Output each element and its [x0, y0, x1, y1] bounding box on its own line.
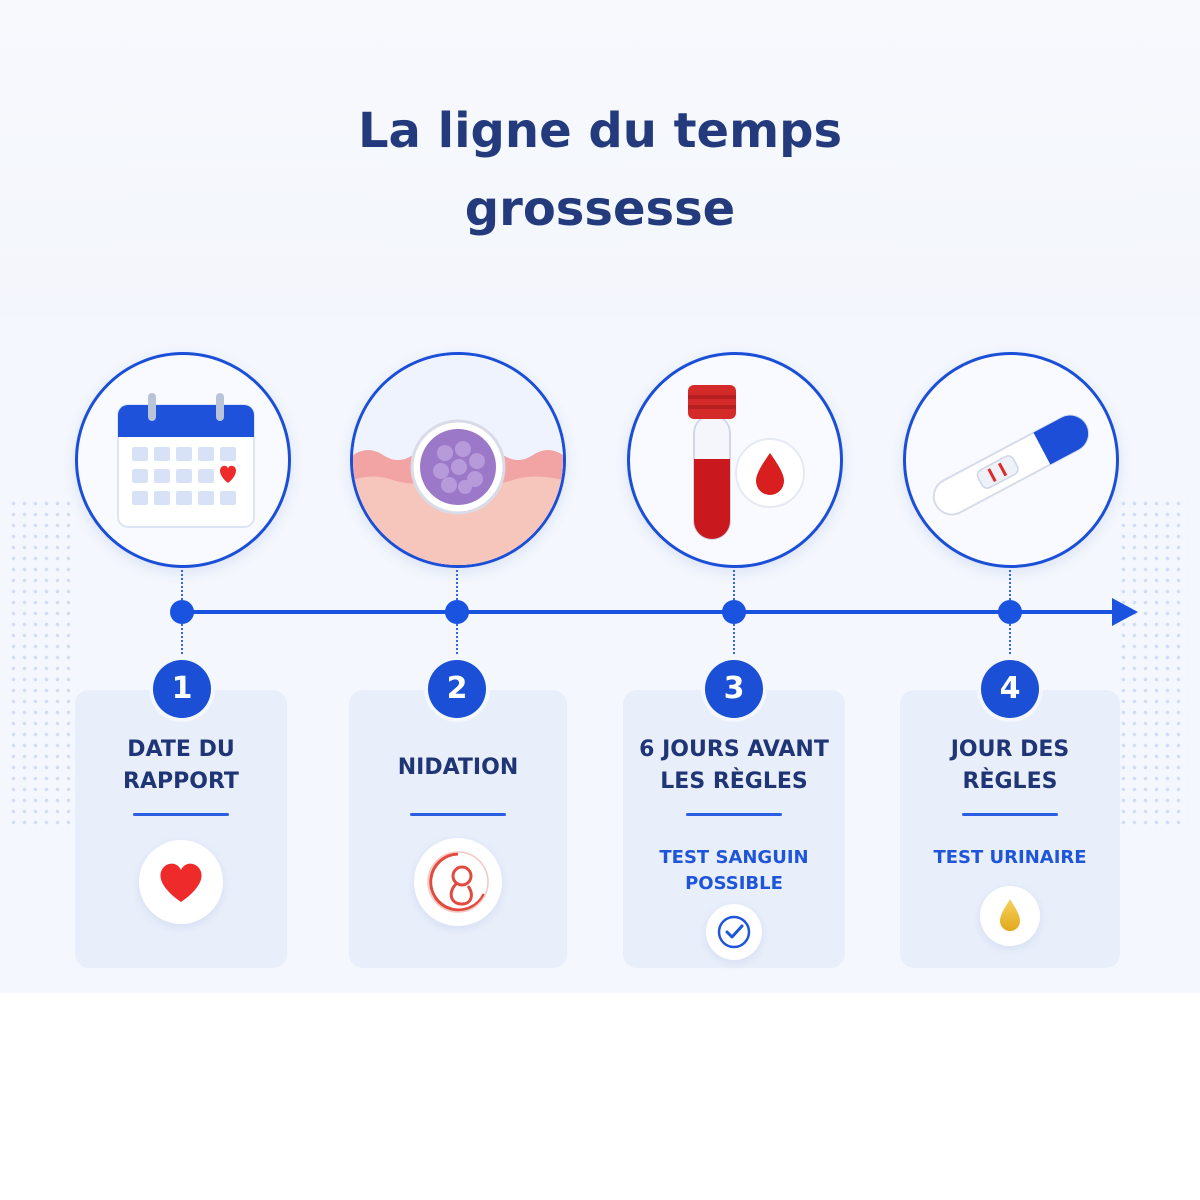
connector-down-2 [456, 624, 458, 658]
embryo-icon [427, 851, 489, 913]
step-1-number: 1 [153, 660, 211, 718]
step-4-badge [980, 886, 1040, 946]
step-2-badge [414, 838, 502, 926]
step-4-number: 4 [981, 660, 1039, 718]
blood-test-tube-icon [688, 385, 805, 540]
step-3-title-line-1: 6 JOURS AVANT [639, 737, 829, 762]
step-1-title-line-1: DATE DU [127, 737, 235, 762]
timeline-dot-3 [722, 600, 746, 624]
step-3-title: 6 JOURS AVANT LES RÈGLES [623, 734, 845, 798]
check-icon [717, 915, 751, 949]
timeline-dot-4 [998, 600, 1022, 624]
step-4-image [903, 352, 1119, 568]
step-1-title-line-2: RAPPORT [123, 769, 239, 794]
heart-icon [160, 863, 202, 902]
timeline-dot-2 [445, 600, 469, 624]
implantation-cell-illustration [353, 355, 563, 565]
page-title-line-1: La ligne du temps [357, 103, 843, 159]
step-1-image [75, 352, 291, 568]
connector-up-3 [733, 566, 735, 600]
connector-up-1 [181, 566, 183, 600]
step-3-image [627, 352, 843, 568]
step-4-title-line-2: RÈGLES [962, 769, 1058, 794]
step-1-separator [133, 813, 229, 816]
timeline-dot-1 [170, 600, 194, 624]
page-title: La ligne du temps grossesse [0, 92, 1200, 248]
step-3-card: 6 JOURS AVANT LES RÈGLES TEST SANGUIN PO… [623, 690, 845, 968]
timeline-arrow-icon [1112, 598, 1138, 626]
connector-down-1 [181, 624, 183, 658]
connector-down-4 [1009, 624, 1011, 658]
step-4-subtitle: TEST URINAIRE [933, 847, 1087, 868]
step-1-badge [139, 840, 223, 924]
step-4-title: JOUR DES RÈGLES [900, 734, 1120, 798]
connector-up-4 [1009, 566, 1011, 600]
step-2-card: NIDATION [349, 690, 567, 968]
step-2-separator [410, 813, 506, 816]
step-4-card: JOUR DES RÈGLES TEST URINAIRE [900, 690, 1120, 968]
step-3-separator [686, 813, 782, 816]
step-2-image [350, 352, 566, 568]
step-2-number: 2 [428, 660, 486, 718]
calendar-icon [117, 393, 255, 528]
urine-drop-icon [1000, 899, 1020, 931]
step-3-subtitle-line-1: TEST SANGUIN [659, 847, 809, 868]
step-3-title-line-2: LES RÈGLES [660, 769, 808, 794]
step-3-subtitle: TEST SANGUIN POSSIBLE [623, 845, 845, 897]
header-background [0, 0, 1200, 320]
timeline-axis [182, 610, 1117, 614]
step-3-subtitle-line-2: POSSIBLE [685, 873, 783, 894]
step-2-title: NIDATION [397, 755, 519, 780]
step-1-title: DATE DU RAPPORT [75, 734, 287, 798]
step-4-separator [962, 813, 1058, 816]
step-4-title-line-1: JOUR DES [950, 737, 1070, 762]
connector-down-3 [733, 624, 735, 658]
pregnancy-test-icon [932, 414, 1090, 516]
footer-background [0, 993, 1200, 1200]
connector-up-2 [456, 566, 458, 600]
step-1-card: DATE DU RAPPORT [75, 690, 287, 968]
page-title-line-2: grossesse [464, 181, 736, 237]
step-3-badge [706, 904, 762, 960]
step-3-number: 3 [705, 660, 763, 718]
